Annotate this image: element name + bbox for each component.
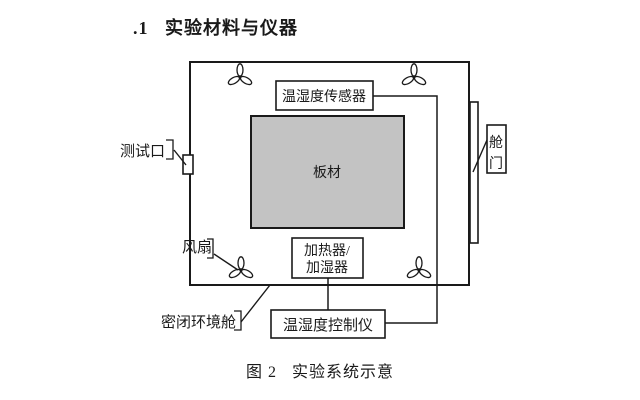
heater-label-line1: 加热器/ xyxy=(304,243,350,259)
test-port-bracket xyxy=(166,139,174,160)
door-label-box xyxy=(486,124,507,174)
test-port-rect xyxy=(182,154,194,175)
board-label: 板材 xyxy=(313,165,341,181)
chamber-bracket xyxy=(234,310,242,331)
section-heading: .1 实验材料与仪器 xyxy=(133,17,298,38)
figure-caption: 图 2 实验系统示意 xyxy=(246,362,394,381)
sensor-label: 温湿度传感器 xyxy=(282,88,366,105)
door-label-char-2: 门 xyxy=(489,156,503,172)
fan-pointer-line xyxy=(213,253,239,271)
board-panel xyxy=(250,115,405,229)
heater-label-line2: 加湿器 xyxy=(306,260,348,276)
controller-label: 温湿度控制仪 xyxy=(283,317,373,334)
door-label-char-1: 舱 xyxy=(489,135,503,151)
heater-box xyxy=(291,237,364,279)
fan-label: 风扇 xyxy=(182,239,212,256)
chamber-label: 密闭环境舱 xyxy=(161,313,236,331)
fan-bracket xyxy=(207,238,214,259)
test-port-pointer-line xyxy=(173,149,187,166)
sensor-controller-wire xyxy=(373,95,438,324)
door-pointer-line xyxy=(472,139,488,173)
chamber-pointer-line xyxy=(240,284,271,323)
door-rect xyxy=(469,101,479,244)
controller-box xyxy=(270,309,386,339)
sensor-box xyxy=(275,80,374,111)
test-port-label: 测试口 xyxy=(120,143,165,160)
